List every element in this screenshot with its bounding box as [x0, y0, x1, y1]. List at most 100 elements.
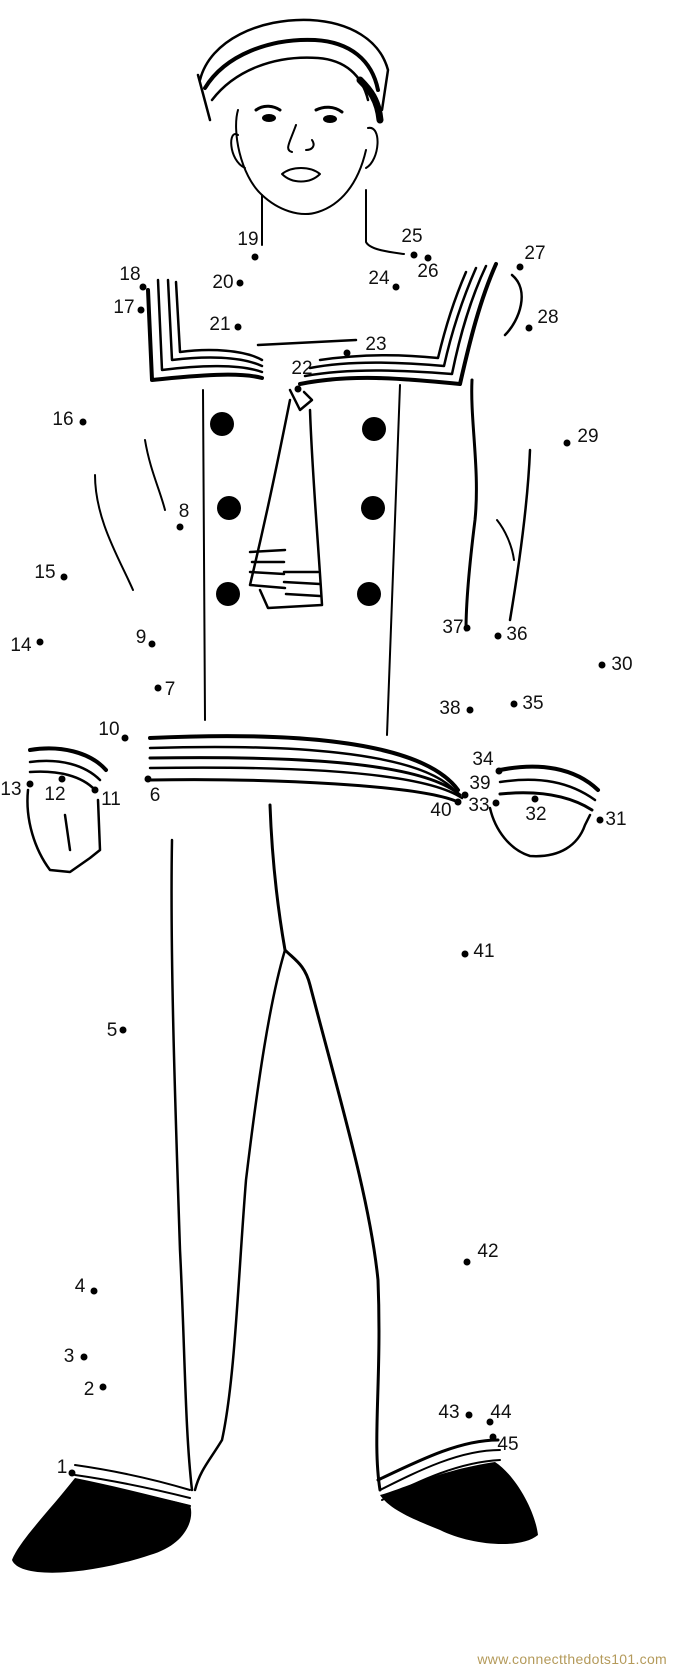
dot-26	[424, 254, 432, 262]
dot-label-33: 33	[468, 795, 490, 816]
collar	[146, 262, 523, 386]
dot-31	[596, 816, 604, 824]
dot-label-21: 21	[209, 314, 231, 335]
dot-label-7: 7	[164, 679, 176, 700]
dot-18	[139, 283, 147, 291]
dot-41	[461, 950, 469, 958]
dot-label-23: 23	[365, 334, 387, 355]
dot-label-25: 25	[401, 226, 423, 247]
dot-10	[121, 734, 129, 742]
dot-label-12: 12	[44, 784, 66, 805]
dot-label-8: 8	[178, 501, 190, 522]
scarf	[248, 388, 324, 610]
hands	[26, 746, 600, 874]
dot-22	[294, 385, 302, 393]
dot-9	[148, 640, 156, 648]
dot-label-38: 38	[439, 698, 461, 719]
dot-label-26: 26	[417, 261, 439, 282]
dot-label-11: 11	[101, 789, 121, 810]
dot-label-35: 35	[522, 693, 544, 714]
watermark: www.connectthedots101.com	[477, 1651, 667, 1667]
buttons	[210, 412, 386, 606]
dot-label-30: 30	[611, 654, 633, 675]
dot-29	[563, 439, 571, 447]
dot-2	[99, 1383, 107, 1391]
dot-15	[60, 573, 68, 581]
dot-12	[58, 775, 66, 783]
legs	[170, 803, 382, 1492]
dot-35	[510, 700, 518, 708]
dot-20	[236, 279, 244, 287]
dot-40	[454, 798, 462, 806]
dot-label-34: 34	[472, 749, 494, 770]
dot-label-14: 14	[10, 635, 32, 656]
dot-1	[68, 1469, 76, 1477]
dot-label-13: 13	[0, 779, 22, 800]
dot-label-3: 3	[63, 1346, 75, 1367]
dot-37	[463, 624, 471, 632]
dot-label-5: 5	[106, 1020, 118, 1041]
dot-label-36: 36	[506, 624, 528, 645]
dot-23	[343, 349, 351, 357]
dot-30	[598, 661, 606, 669]
dot-4	[90, 1287, 98, 1295]
dot-label-31: 31	[605, 809, 627, 830]
dot-label-45: 45	[497, 1434, 519, 1455]
jacket	[94, 378, 532, 736]
dot-38	[466, 706, 474, 714]
dot-34	[495, 767, 503, 775]
dot-label-22: 22	[291, 358, 313, 379]
dot-label-24: 24	[368, 268, 390, 289]
dot-6	[144, 775, 152, 783]
dot-27	[516, 263, 524, 271]
dot-24	[392, 283, 400, 291]
dot-21	[234, 323, 242, 331]
dot-17	[137, 306, 145, 314]
dot-label-37: 37	[442, 617, 464, 638]
dot-label-15: 15	[34, 562, 56, 583]
dot-label-42: 42	[477, 1241, 499, 1262]
dot-label-40: 40	[430, 800, 452, 821]
dot-label-4: 4	[74, 1276, 86, 1297]
dot-16	[79, 418, 87, 426]
dot-8	[176, 523, 184, 531]
dot-42	[463, 1258, 471, 1266]
dot-label-9: 9	[135, 627, 147, 648]
dot-label-32: 32	[525, 804, 547, 825]
dot-44	[486, 1418, 494, 1426]
dot-label-1: 1	[56, 1457, 68, 1478]
dot-label-44: 44	[490, 1402, 512, 1423]
dot-33	[492, 799, 500, 807]
dot-label-10: 10	[98, 719, 120, 740]
dot-28	[525, 324, 533, 332]
dot-label-19: 19	[237, 229, 259, 250]
dot-43	[465, 1411, 473, 1419]
dot-36	[494, 632, 502, 640]
dot-45	[489, 1433, 497, 1441]
dot-label-18: 18	[119, 264, 141, 285]
dot-14	[36, 638, 44, 646]
dot-label-6: 6	[149, 785, 161, 806]
belt	[148, 734, 464, 804]
dot-3	[80, 1353, 88, 1361]
dot-label-29: 29	[577, 426, 599, 447]
dot-19	[251, 253, 259, 261]
dot-label-16: 16	[52, 409, 74, 430]
dot-label-27: 27	[524, 243, 546, 264]
hat	[196, 18, 390, 124]
dot-39	[461, 791, 469, 799]
dot-label-28: 28	[537, 307, 559, 328]
dot-11	[91, 786, 99, 794]
dot-7	[154, 684, 162, 692]
dot-5	[119, 1026, 127, 1034]
dot-32	[531, 795, 539, 803]
dot-label-41: 41	[473, 941, 495, 962]
dot-25	[410, 251, 418, 259]
dot-label-17: 17	[113, 297, 135, 318]
dot-label-39: 39	[469, 773, 491, 794]
shoes	[12, 1462, 538, 1573]
dot-label-43: 43	[438, 1402, 460, 1423]
dot-label-20: 20	[212, 272, 234, 293]
dot-13	[26, 780, 34, 788]
